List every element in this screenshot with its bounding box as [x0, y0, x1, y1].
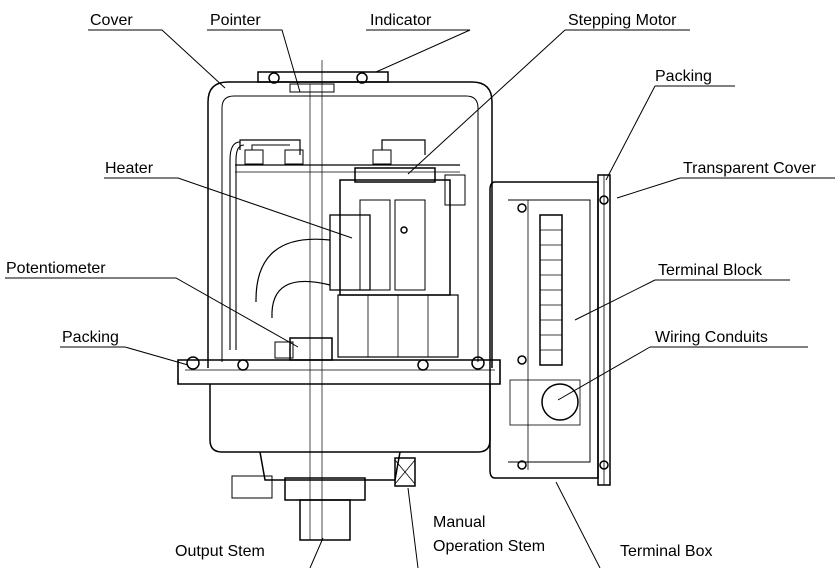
label-transparent-cover: Transparent Cover: [683, 160, 816, 177]
potentiometer-body: [289, 337, 333, 361]
label-cover: Cover: [90, 12, 133, 29]
top-cover-inner: [221, 95, 479, 362]
labels: Cover Pointer Indicator Stepping Motor P…: [6, 12, 816, 560]
label-manual-line2: Operation Stem: [433, 538, 545, 555]
output-hub: [284, 477, 366, 501]
label-packing-right: Packing: [655, 68, 712, 85]
label-pointer: Pointer: [210, 12, 261, 29]
terminal-box: [489, 174, 611, 486]
heater-element: [329, 214, 371, 291]
actuator-body: [177, 71, 501, 541]
output-stem-shaft: [299, 499, 351, 541]
wiring-conduit: [541, 383, 579, 421]
label-heater: Heater: [105, 160, 154, 177]
label-terminal-box: Terminal Box: [620, 543, 712, 560]
label-stepping-motor: Stepping Motor: [568, 12, 677, 29]
label-manual-line1: Manual: [433, 514, 485, 531]
pointer-window: [289, 83, 335, 93]
label-potentiometer: Potentiometer: [6, 260, 106, 277]
base-flange: [177, 359, 501, 385]
indicator-screw-left: [268, 72, 280, 84]
label-packing-left: Packing: [62, 329, 119, 346]
label-wiring-conduits: Wiring Conduits: [655, 329, 768, 346]
leader-lines: [5, 29, 835, 569]
label-indicator: Indicator: [370, 12, 432, 29]
indicator-plate: [257, 71, 389, 83]
label-output-stem: Output Stem: [175, 543, 265, 560]
indicator-screw-right: [356, 72, 368, 84]
gear-housing: [209, 384, 491, 453]
center-lines: [309, 60, 323, 540]
manual-stem: [394, 457, 416, 487]
label-terminal-block: Terminal Block: [658, 262, 763, 279]
